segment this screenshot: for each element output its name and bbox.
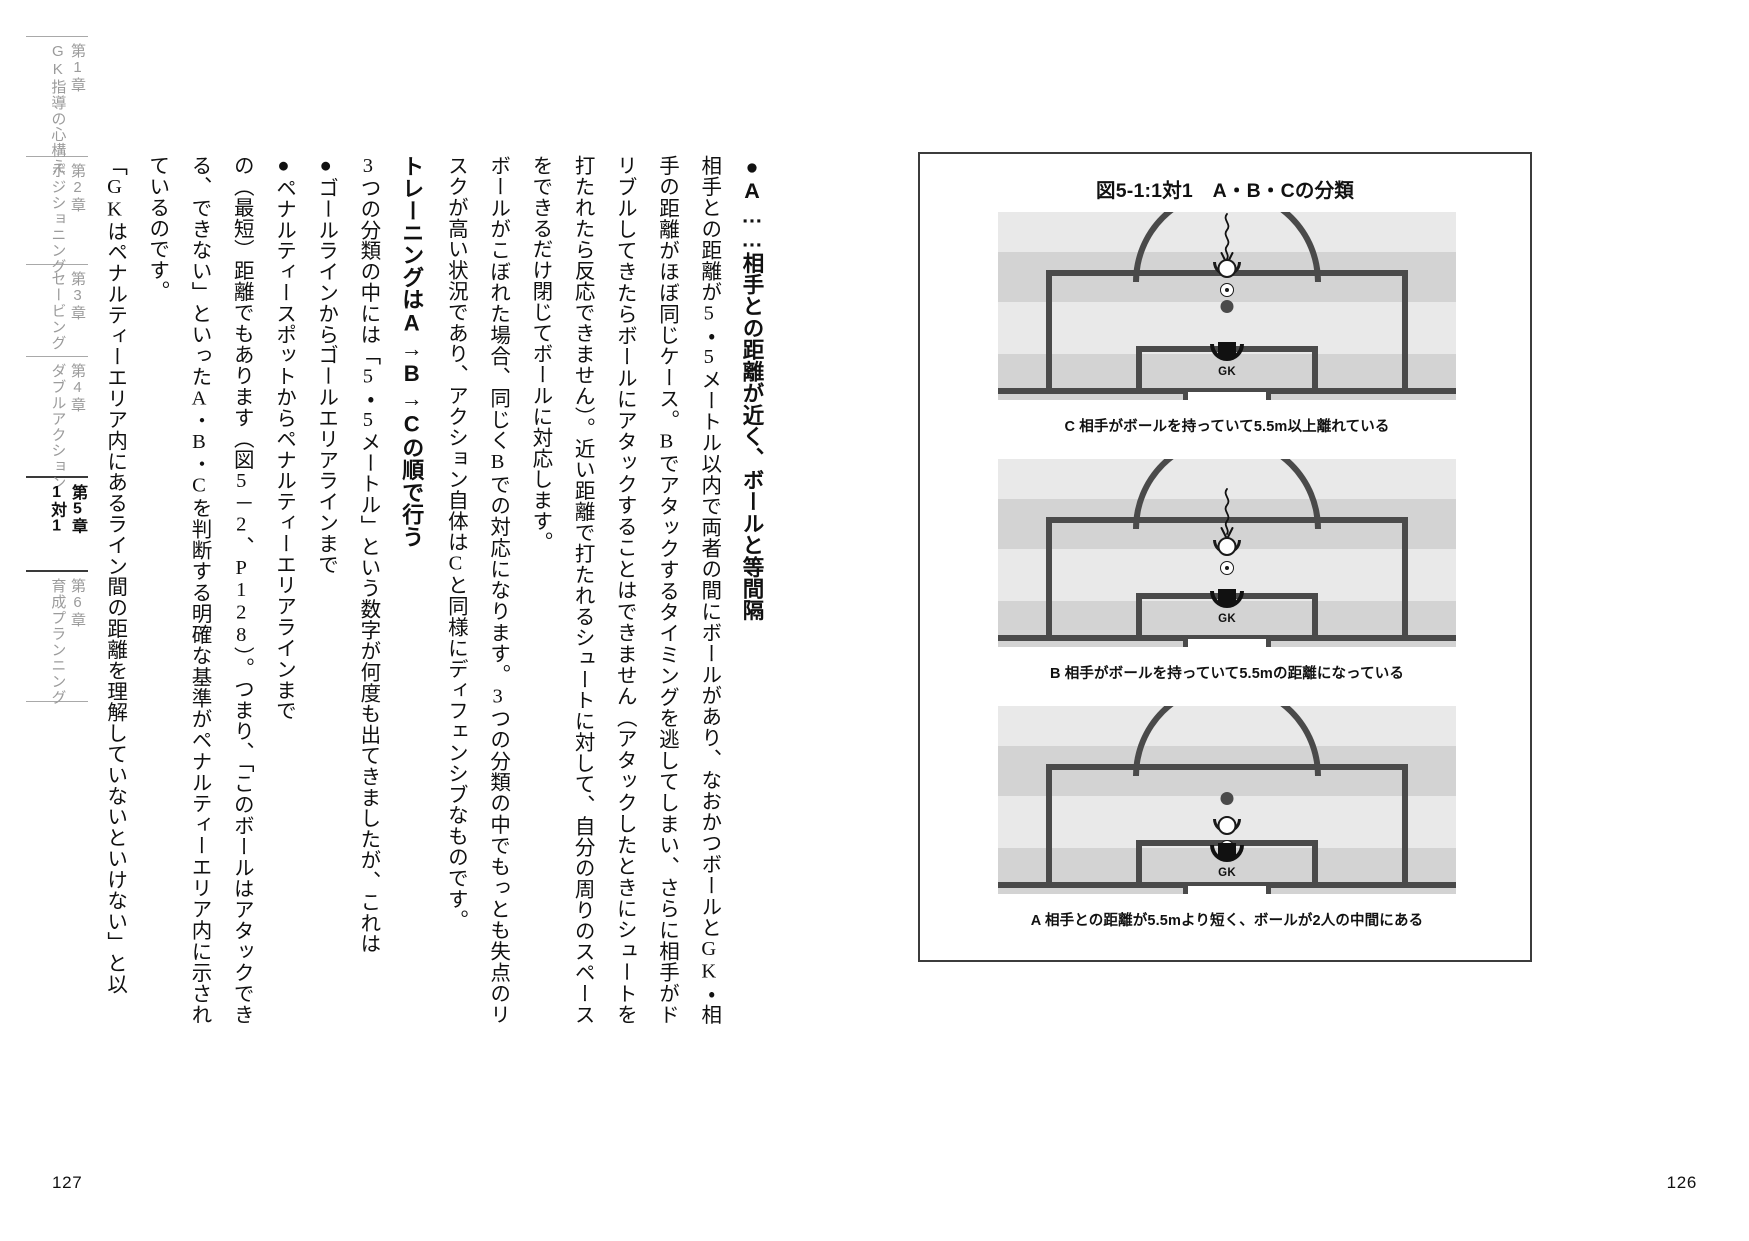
goal-line [998, 388, 1456, 394]
body-bullet-1: ●ゴールラインからゴールエリアラインまで [314, 155, 337, 575]
page-number-right: 126 [1666, 1173, 1697, 1192]
figure-item-A: GK A 相手との距離が5.5mより短く、ボールが2人の中間にある [998, 706, 1456, 930]
figure-item-B: GK B 相手がボールを持っていて5.5mの距離になっている [998, 459, 1456, 683]
figure-caption-B: B 相手がボールを持っていて5.5mの距離になっている [1049, 666, 1405, 682]
goalkeeper-label-B: GK [1218, 613, 1236, 625]
body-paragraph-3: 3つの分類の中には「5・5メートル」という数字が何度も出てきましたが、これは [356, 155, 379, 955]
goal-line [998, 635, 1456, 641]
chapter-tab-name: ダブルアクション [49, 363, 67, 491]
chapter-tab-2[interactable]: 第2章ポジショニング [26, 157, 88, 274]
chapter-tab-name: セービング [49, 271, 67, 351]
pitch-diagram-B: GK [998, 459, 1456, 647]
goalkeeper-body-icon [1218, 843, 1236, 859]
loose-ball-marker-A [1220, 792, 1234, 805]
chapter-tab-number: 第1章 [69, 43, 86, 93]
body-paragraph-1: 相手との距離が5・5メートル以内で両者の間にボールがあり、なおかつボールとGK・… [528, 155, 720, 1025]
penalty-area [1046, 764, 1408, 888]
chapter-tab-number: 第2章 [69, 163, 86, 213]
chapter-tab-3[interactable]: 第3章セービング [26, 265, 88, 357]
goal-mouth [1183, 639, 1271, 647]
goalkeeper-marker-B [1210, 589, 1244, 615]
ball-marker-B [1220, 561, 1234, 575]
goalkeeper-body-icon [1218, 342, 1236, 358]
body-paragraph-5: 「GKはペナルティーエリア内にあるライン間の距離を理解していないといけない」と以 [103, 155, 126, 995]
body-text-column: ●A……相手との距離が近く、ボールと等間隔 相手との距離が5・5メートル以内で両… [104, 155, 774, 1025]
attacker-head-icon [1217, 816, 1237, 835]
goalkeeper-body-icon [1218, 589, 1236, 605]
chapter-tab-name: ポジショニング [49, 163, 67, 275]
pitch-diagram-A: GK [998, 706, 1456, 894]
goalkeeper-label-A: GK [1218, 867, 1236, 879]
figure-title: 図5-1:1対1 A・B・Cの分類 [1096, 180, 1354, 202]
pitch-diagram-C: GK [998, 212, 1456, 400]
attacker-marker-A [1213, 816, 1241, 842]
chapter-tab-6[interactable]: 第6章育成プランニング [26, 572, 88, 706]
figure-caption-A: A 相手との距離が5.5mより短く、ボールが2人の中間にある [1030, 913, 1424, 929]
figure-item-C: GK C 相手がボールを持っていて5.5m以上離れている [998, 212, 1456, 436]
right-page: 図5-1:1対1 A・B・Cの分類 GK C 相手がボールを持っていて5.5m以上… [874, 0, 1749, 1241]
figure-panel: 図5-1:1対1 A・B・Cの分類 GK C 相手がボールを持っていて5.5m以上… [918, 152, 1532, 962]
goal-line [998, 882, 1456, 888]
goalkeeper-label-C: GK [1218, 366, 1236, 378]
page-number-left: 127 [52, 1173, 83, 1192]
goal-mouth [1183, 392, 1271, 400]
goalkeeper-marker-A [1210, 843, 1244, 869]
chapter-tab-number: 第4章 [69, 363, 86, 413]
section-lead-heading: ●A……相手との距離が近く、ボールと等間隔 [740, 155, 764, 622]
figure-caption-C: C 相手がボールを持っていて5.5m以上離れている [1064, 419, 1390, 435]
chapter-tab-name: 1対1 [48, 484, 66, 535]
loose-ball-marker-C [1220, 300, 1234, 313]
chapter-tab-number: 第6章 [69, 578, 86, 628]
attacker-marker-C [1213, 259, 1241, 285]
chapter-tab-4[interactable]: 第4章ダブルアクション [26, 357, 88, 490]
chapter-tab-name: GK指導の心構え [49, 43, 67, 175]
body-paragraph-4: の（最短）距離でもあります（図5－2、P128）。つまり、「このボールはアタック… [145, 155, 253, 1025]
body-bullet-2: ●ペナルティースポットからペナルティーエリアラインまで [272, 155, 295, 722]
section-subheading: トレーニングはA→B→Cの順で行う [399, 155, 425, 548]
goal-mouth [1183, 886, 1271, 894]
goalkeeper-marker-C [1210, 342, 1244, 368]
attacker-marker-B [1213, 537, 1241, 563]
ball-marker-C [1220, 283, 1234, 297]
body-paragraph-2: ボールがこぼれた場合、同じくBでの対応になります。3つの分類の中でもっとも失点の… [444, 155, 509, 1025]
chapter-tab-number: 第3章 [69, 271, 86, 321]
chapter-tab-name: 育成プランニング [49, 578, 67, 706]
chapter-tab-number: 第5章 [69, 484, 86, 534]
attacker-head-icon [1217, 537, 1237, 556]
attacker-head-icon [1217, 259, 1237, 278]
